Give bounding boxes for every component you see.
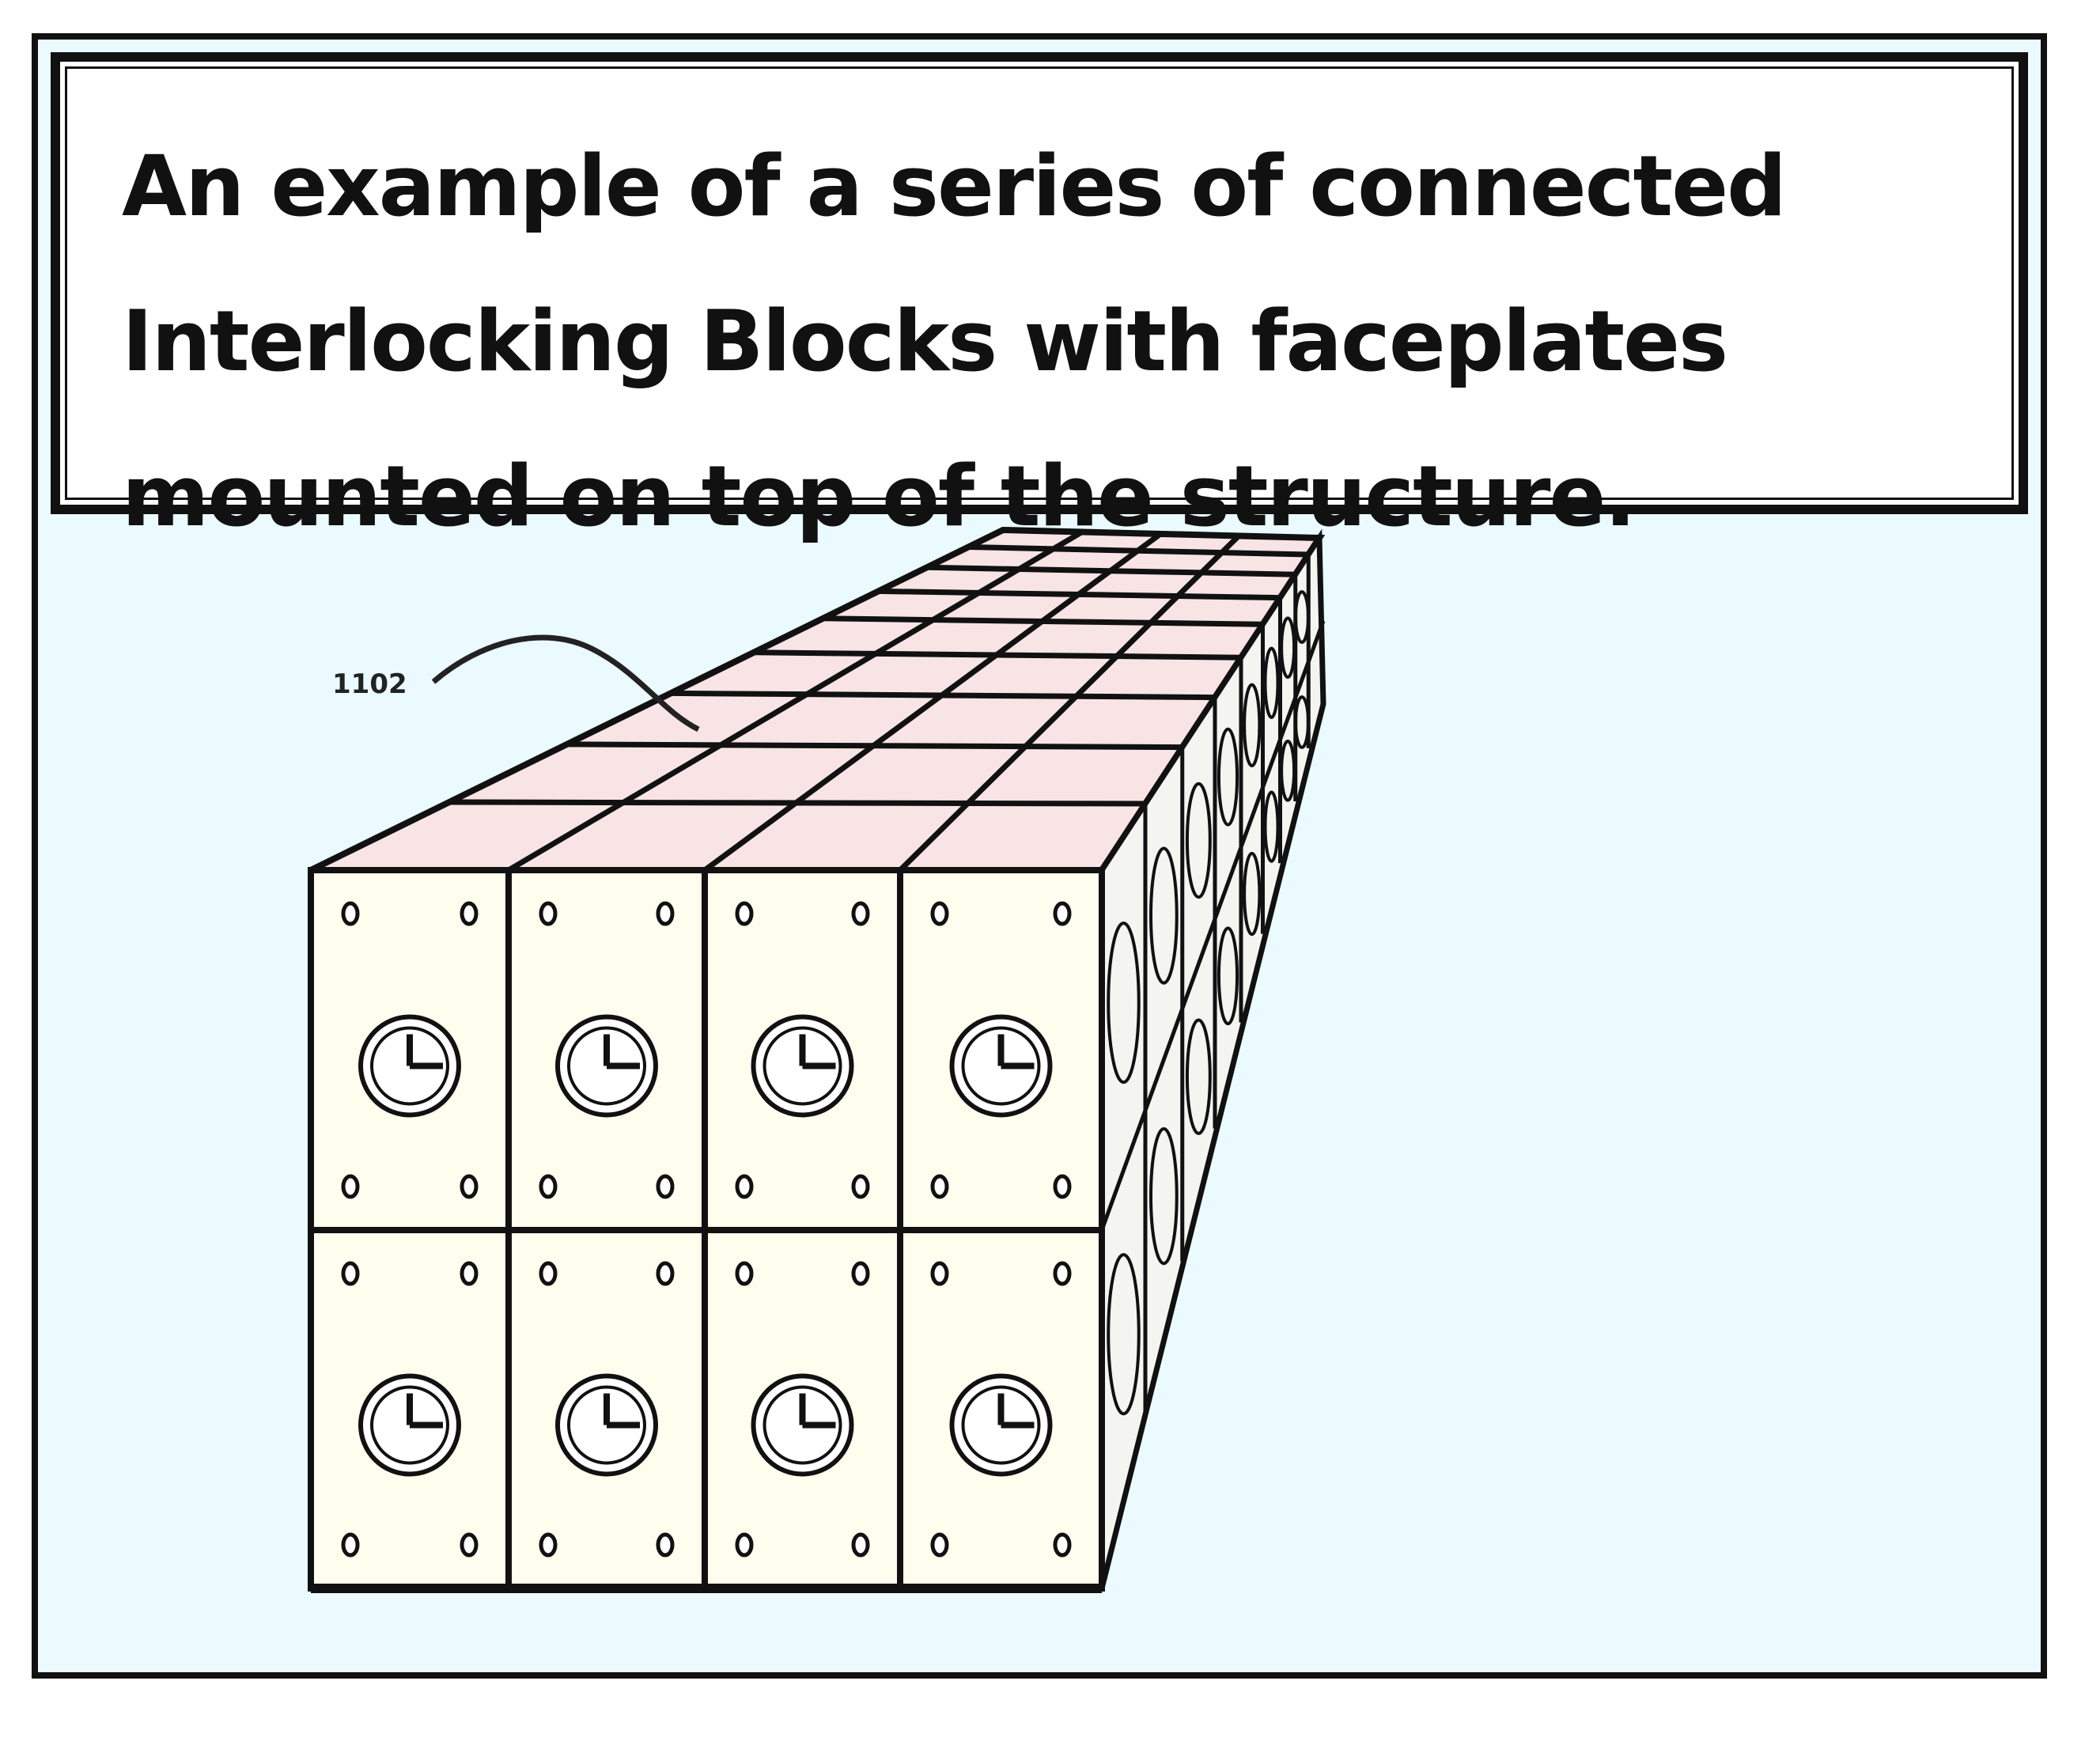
side-ring — [1263, 646, 1280, 719]
screw-hole — [656, 1174, 675, 1199]
screw-hole — [341, 1261, 360, 1286]
screw-hole — [735, 1174, 754, 1199]
screw-hole — [460, 1174, 479, 1199]
connector-ring-inner — [370, 1026, 449, 1106]
screw-hole — [539, 1532, 558, 1558]
top-row-line — [1002, 527, 1320, 541]
caption-text: An example of a series of connected Inte… — [122, 138, 1787, 545]
block-face — [702, 1227, 903, 1592]
block-face — [505, 1227, 708, 1592]
screw-hole — [460, 1532, 479, 1558]
callout-label: 1102 — [332, 668, 407, 700]
screw-hole — [735, 1261, 754, 1286]
top-column-line — [507, 529, 1084, 873]
screw-hole — [851, 1174, 870, 1199]
connector-ring-inner — [370, 1385, 449, 1465]
screw-hole — [851, 1532, 870, 1558]
screw-hole — [851, 901, 870, 926]
screw-hole — [341, 1532, 360, 1558]
side-ring — [1185, 782, 1212, 899]
screw-hole — [460, 1261, 479, 1286]
callout-leader-line — [431, 634, 700, 732]
block-face — [308, 1227, 512, 1592]
screw-hole — [656, 1261, 675, 1286]
connector-ring-inner — [961, 1026, 1041, 1106]
side-ring — [1294, 695, 1310, 749]
connector-ring-inner — [567, 1385, 646, 1465]
side-ring — [1217, 727, 1239, 827]
figure-frame: An example of a series of connected Inte… — [32, 33, 2047, 1679]
connector-ring-inner — [567, 1026, 646, 1106]
interlocking-blocks-illustration: 1102 — [308, 526, 1326, 1593]
block-side-surface — [1099, 528, 1326, 1589]
screw-hole — [341, 1174, 360, 1199]
screw-hole — [930, 1261, 949, 1286]
side-ring — [1263, 790, 1280, 863]
block-front-faces — [308, 867, 1105, 1593]
side-ring — [1107, 921, 1141, 1085]
block-face — [505, 867, 708, 1233]
block-face — [897, 867, 1105, 1233]
connector-ring-inner — [961, 1385, 1041, 1465]
screw-hole — [930, 1174, 949, 1199]
side-ring — [1149, 1127, 1179, 1266]
screw-hole — [1053, 1261, 1072, 1286]
side-ring — [1243, 851, 1262, 937]
block-face — [308, 867, 512, 1233]
screw-hole — [341, 901, 360, 926]
screw-hole — [735, 901, 754, 926]
block-face — [702, 867, 903, 1233]
side-mid-line — [1099, 620, 1326, 1231]
screw-hole — [1053, 1532, 1072, 1558]
caption-box: An example of a series of connected Inte… — [51, 52, 2028, 545]
screw-hole — [539, 1174, 558, 1199]
screw-hole — [930, 1532, 949, 1558]
callout-1102: 1102 — [332, 634, 700, 732]
side-ring — [1280, 616, 1296, 679]
block-face — [897, 1227, 1105, 1592]
side-ring — [1217, 926, 1239, 1026]
side-ring — [1243, 683, 1262, 767]
screw-hole — [1053, 901, 1072, 926]
connector-ring-inner — [762, 1026, 842, 1106]
screw-hole — [539, 901, 558, 926]
screw-hole — [460, 901, 479, 926]
top-column-line — [702, 532, 1163, 873]
screw-hole — [930, 901, 949, 926]
screw-hole — [539, 1261, 558, 1286]
side-ring — [1185, 1018, 1212, 1135]
screw-hole — [851, 1261, 870, 1286]
screw-hole — [656, 1532, 675, 1558]
side-ring — [1280, 739, 1296, 802]
screw-hole — [1053, 1174, 1072, 1199]
side-ring — [1107, 1253, 1141, 1416]
side-ring — [1294, 590, 1310, 644]
screw-hole — [735, 1532, 754, 1558]
connector-ring-inner — [762, 1385, 842, 1465]
top-column-line — [898, 533, 1241, 873]
screw-hole — [656, 901, 675, 926]
side-ring — [1149, 846, 1179, 985]
